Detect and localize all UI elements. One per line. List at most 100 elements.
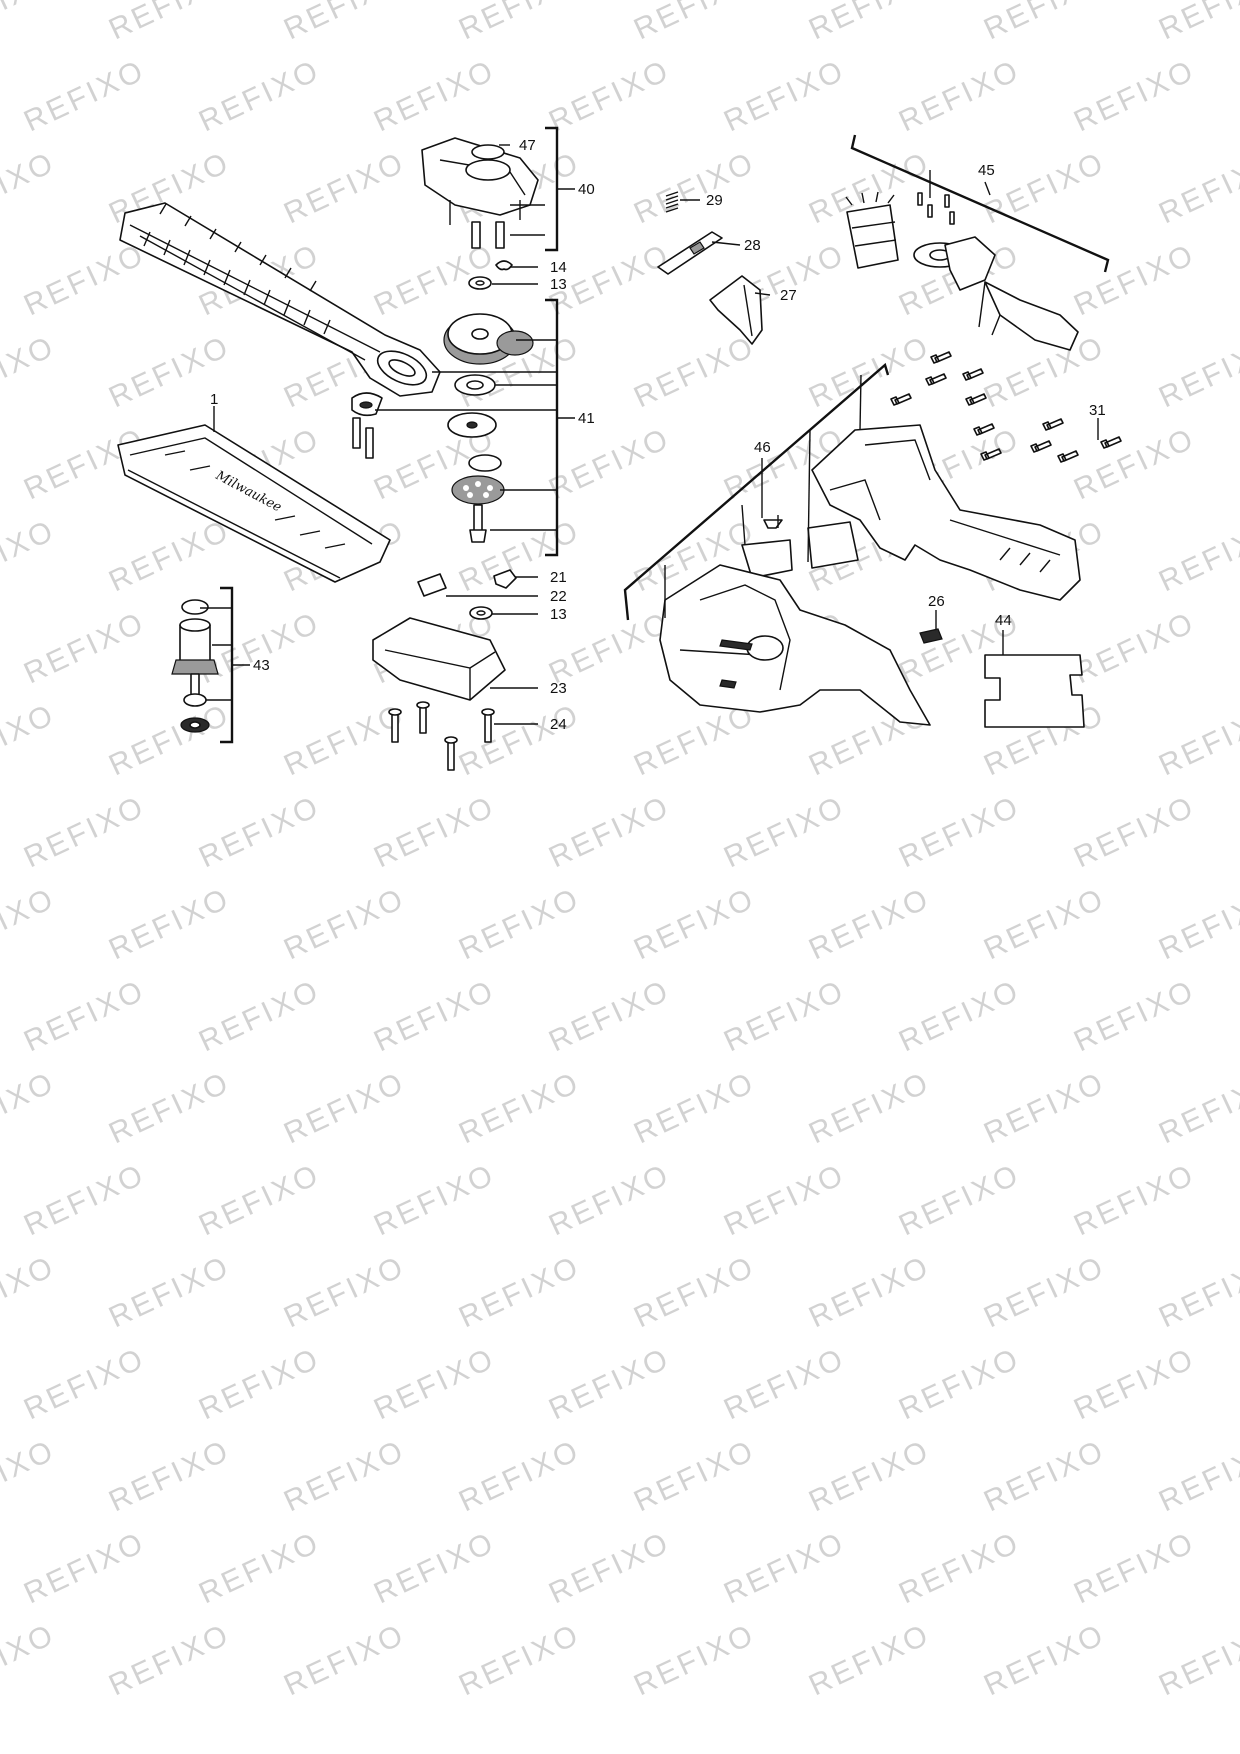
watermark-text: REFIXO bbox=[1154, 330, 1240, 415]
watermark-text: REFIXO bbox=[454, 0, 585, 46]
watermark-text: REFIXO bbox=[1069, 1158, 1200, 1243]
screw-icon bbox=[965, 393, 987, 406]
watermark-text: REFIXO bbox=[979, 882, 1110, 967]
watermark-text: REFIXO bbox=[0, 330, 60, 415]
watermark-text: REFIXO bbox=[279, 1434, 410, 1519]
screw-icon bbox=[930, 351, 952, 364]
watermark-text: REFIXO bbox=[279, 882, 410, 967]
watermark-text: REFIXO bbox=[544, 422, 675, 507]
callout-22: 22 bbox=[550, 588, 567, 605]
watermark-text: REFIXO bbox=[279, 0, 410, 46]
watermark-text: REFIXO bbox=[719, 54, 850, 139]
watermark-text: REFIXO bbox=[894, 54, 1025, 139]
watermark-text: REFIXO bbox=[454, 1066, 585, 1151]
watermark-text: REFIXO bbox=[1069, 974, 1200, 1059]
watermark-text: REFIXO bbox=[279, 1066, 410, 1151]
trigger-part-27 bbox=[709, 275, 763, 345]
washer-part-13-lower bbox=[469, 606, 493, 620]
watermark-text: REFIXO bbox=[719, 1158, 850, 1243]
clip-part-26 bbox=[919, 628, 943, 644]
watermark-text: REFIXO bbox=[19, 1526, 150, 1611]
watermark-text: REFIXO bbox=[279, 1618, 410, 1703]
watermark-text: REFIXO bbox=[1069, 790, 1200, 875]
watermark-text: REFIXO bbox=[804, 882, 935, 967]
watermark-text: REFIXO bbox=[1069, 1526, 1200, 1611]
watermark-text: REFIXO bbox=[194, 606, 325, 691]
watermark-text: REFIXO bbox=[0, 1250, 60, 1335]
watermark-text: REFIXO bbox=[104, 1250, 235, 1335]
watermark-text: REFIXO bbox=[0, 146, 60, 231]
watermark-text: REFIXO bbox=[1154, 1250, 1240, 1335]
callout-28: 28 bbox=[744, 237, 761, 254]
callout-labels: 47 40 14 13 41 1 21 22 13 23 24 43 29 28… bbox=[210, 137, 1106, 733]
watermark-text: REFIXO bbox=[544, 1342, 675, 1427]
gear-set bbox=[443, 313, 534, 543]
watermark-text: REFIXO bbox=[979, 146, 1110, 231]
watermark-text: REFIXO bbox=[454, 1250, 585, 1335]
callout-13-upper: 13 bbox=[550, 276, 567, 293]
watermark-text: REFIXO bbox=[0, 1434, 60, 1519]
callout-44: 44 bbox=[995, 612, 1012, 629]
screw-icon bbox=[925, 373, 947, 386]
watermark-text: REFIXO bbox=[894, 790, 1025, 875]
watermark-text: REFIXO bbox=[544, 1158, 675, 1243]
watermark-text: REFIXO bbox=[1154, 882, 1240, 967]
watermark-text: REFIXO bbox=[1154, 0, 1240, 46]
callout-46: 46 bbox=[754, 439, 771, 456]
callout-21: 21 bbox=[550, 569, 567, 586]
blade-assembly bbox=[119, 202, 441, 397]
screw-icon bbox=[1057, 450, 1079, 463]
callout-31: 31 bbox=[1089, 402, 1106, 419]
watermark-text: REFIXO bbox=[0, 698, 60, 783]
watermark-text: REFIXO bbox=[0, 0, 60, 46]
watermark-text: REFIXO bbox=[979, 1250, 1110, 1335]
switch-harness-assembly bbox=[845, 191, 1079, 351]
watermark-text: REFIXO bbox=[454, 1618, 585, 1703]
watermark-text: REFIXO bbox=[0, 514, 60, 599]
callout-14: 14 bbox=[550, 259, 567, 276]
watermark-text: REFIXO bbox=[279, 1250, 410, 1335]
watermark-text: REFIXO bbox=[629, 1066, 760, 1151]
watermark-text: REFIXO bbox=[19, 790, 150, 875]
callout-47: 47 bbox=[519, 137, 536, 154]
watermark-text: REFIXO bbox=[104, 0, 235, 46]
watermark-text: REFIXO bbox=[544, 54, 675, 139]
watermark-text: REFIXO bbox=[369, 54, 500, 139]
watermark-text: REFIXO bbox=[0, 882, 60, 967]
watermark-text: REFIXO bbox=[894, 974, 1025, 1059]
watermark-text: REFIXO bbox=[894, 1158, 1025, 1243]
watermark-text: REFIXO bbox=[804, 1618, 935, 1703]
watermark-text: REFIXO bbox=[369, 974, 500, 1059]
watermark-text: REFIXO bbox=[629, 882, 760, 967]
watermark-text: REFIXO bbox=[804, 1434, 935, 1519]
cam-plate bbox=[351, 392, 383, 459]
watermark-text: REFIXO bbox=[194, 1526, 325, 1611]
gear-housing-cover bbox=[421, 137, 539, 249]
lock-off-bar-part-28 bbox=[657, 231, 723, 275]
watermark-text: REFIXO bbox=[979, 1434, 1110, 1519]
watermark-text: REFIXO bbox=[194, 974, 325, 1059]
watermark-text: REFIXO bbox=[629, 1434, 760, 1519]
callout-24: 24 bbox=[550, 716, 567, 733]
watermark-text: REFIXO bbox=[979, 1618, 1110, 1703]
screw-icon bbox=[1042, 418, 1064, 431]
watermark-text: REFIXO bbox=[544, 974, 675, 1059]
callout-13-lower: 13 bbox=[550, 606, 567, 623]
clip-part-14 bbox=[495, 260, 513, 271]
washer-part-13-upper bbox=[468, 276, 492, 290]
watermark-text: REFIXO bbox=[19, 1342, 150, 1427]
watermark-text: REFIXO bbox=[719, 790, 850, 875]
callout-40: 40 bbox=[578, 181, 595, 198]
watermark-text: REFIXO bbox=[719, 974, 850, 1059]
watermark-text: REFIXO bbox=[1154, 514, 1240, 599]
watermark-text: REFIXO bbox=[894, 1526, 1025, 1611]
callout-45: 45 bbox=[978, 162, 995, 179]
watermark-text: REFIXO bbox=[104, 1066, 235, 1151]
watermark-text: REFIXO bbox=[719, 1342, 850, 1427]
watermark-text: REFIXO bbox=[369, 1158, 500, 1243]
watermark-text: REFIXO bbox=[979, 1066, 1110, 1151]
blade-cover: Milwaukee bbox=[117, 424, 391, 583]
screw-icon bbox=[1030, 440, 1052, 453]
watermark-text: REFIXO bbox=[629, 330, 760, 415]
